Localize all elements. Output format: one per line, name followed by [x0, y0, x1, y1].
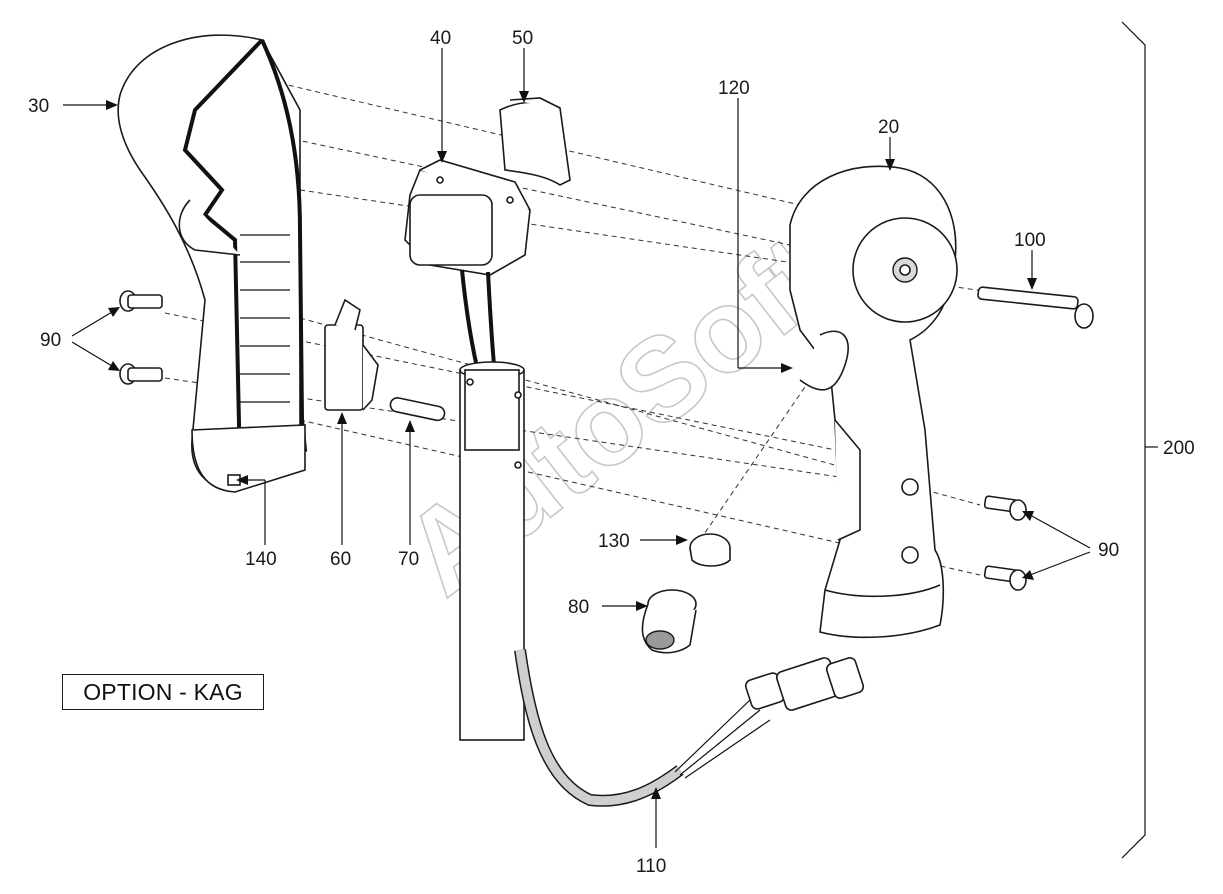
callout-90-left: 90	[40, 330, 61, 351]
part-30-left-housing	[117, 34, 308, 493]
callout-40: 40	[430, 28, 451, 49]
part-50-button-cap	[499, 97, 571, 186]
grip-tube	[459, 361, 525, 741]
callout-140: 140	[245, 549, 277, 570]
part-20-right-housing	[789, 165, 958, 639]
callout-70: 70	[398, 549, 419, 570]
part-100-long-screw	[977, 286, 1094, 329]
part-80-boot	[641, 589, 697, 654]
callout-130: 130	[598, 531, 630, 552]
callout-80: 80	[568, 597, 589, 618]
watermark: AutoSoft	[380, 210, 854, 621]
callout-60: 60	[330, 549, 351, 570]
part-90-screws-left	[119, 290, 163, 385]
callout-200: 200	[1163, 438, 1195, 459]
callout-30: 30	[28, 96, 49, 117]
part-60-clip	[324, 298, 379, 411]
assembly-bracket-200	[1121, 21, 1158, 859]
callout-20: 20	[878, 117, 899, 138]
part-90-screws-right	[983, 495, 1027, 591]
housing-ribs	[240, 234, 290, 403]
callout-50: 50	[512, 28, 533, 49]
part-70-pin	[389, 397, 446, 422]
part-110-cable-harness	[514, 649, 865, 807]
callout-90-right: 90	[1098, 540, 1119, 561]
callout-100: 100	[1014, 230, 1046, 251]
callout-110: 110	[636, 856, 666, 877]
callout-labels: 30 40 50 120 20 100 90 90 200 140 60 70 …	[28, 28, 1195, 877]
part-40-switch-module	[404, 159, 531, 276]
option-label-box: OPTION - KAG	[62, 674, 264, 710]
callout-120: 120	[718, 78, 750, 99]
leaders	[63, 48, 1091, 848]
option-label: OPTION - KAG	[83, 678, 243, 705]
part-130-grommet	[689, 533, 731, 567]
